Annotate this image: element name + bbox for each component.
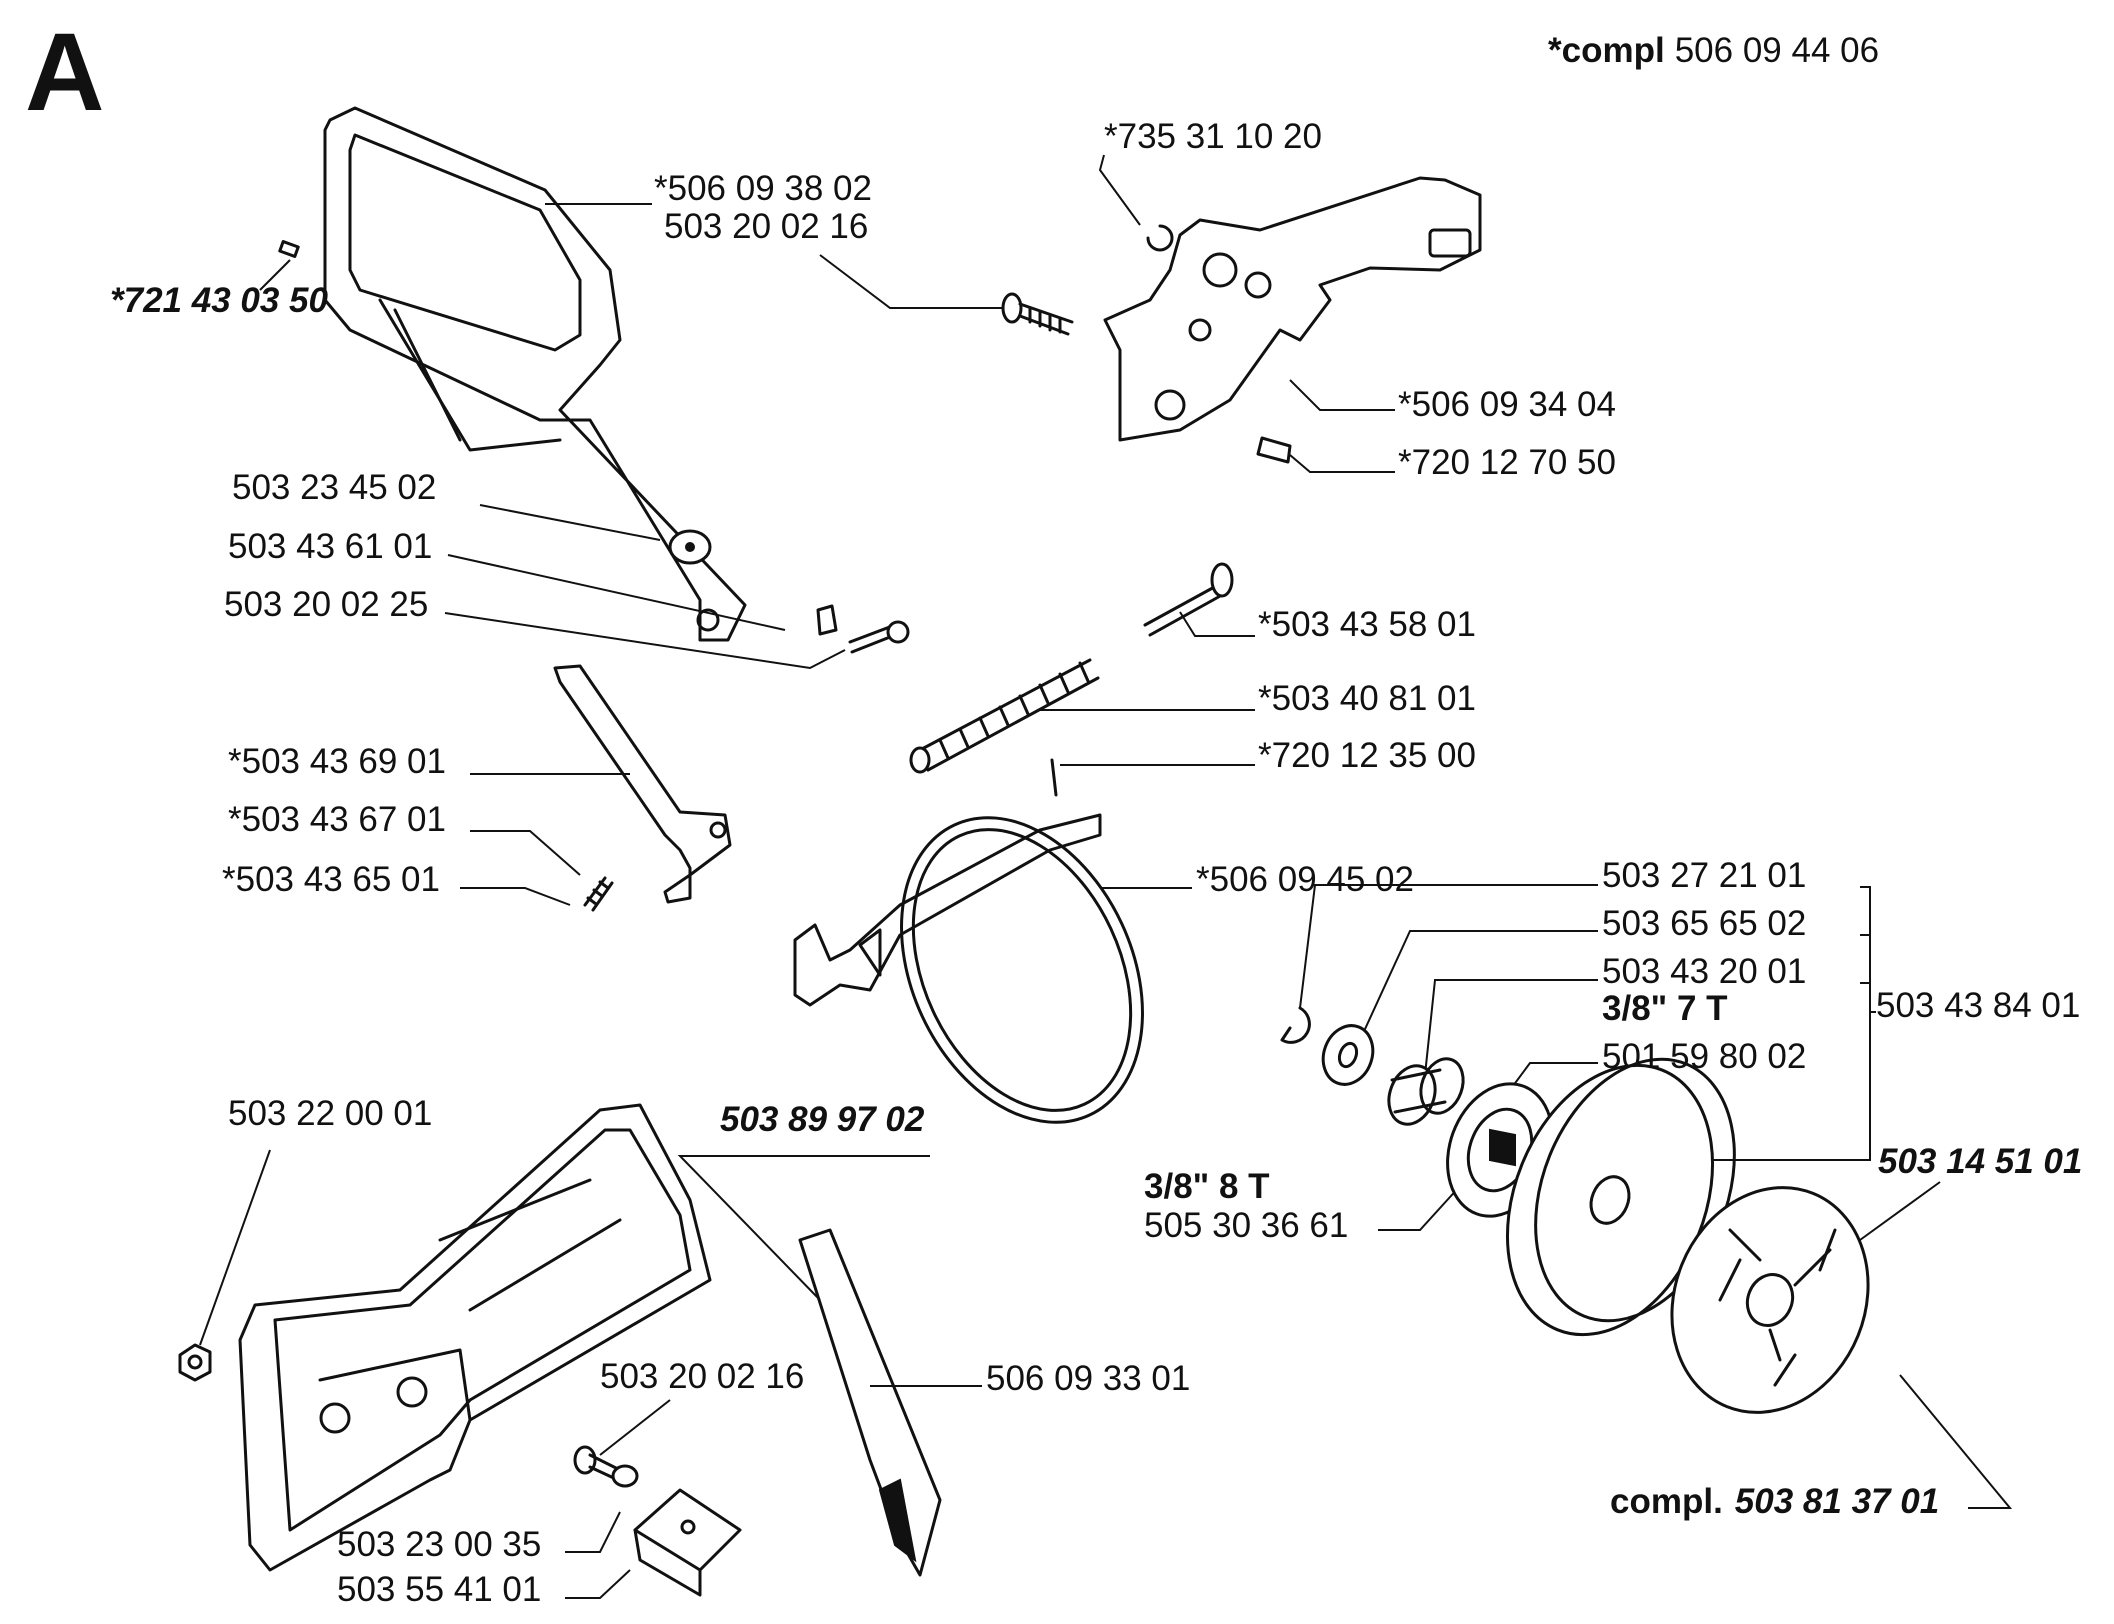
leader-503-43-84-01-bracket [1700,886,1871,1161]
leader-503-43-20-01 [1424,979,1598,1076]
leader-503-65-65-02 [1359,930,1598,1041]
label-503-23-00-35: 503 23 00 35 [337,1525,541,1564]
bushing-503-43-61-01 [816,604,838,636]
label-503-55-41-01: 503 55 41 01 [337,1570,541,1609]
label-compl-503-81-37-01: compl. 503 81 37 01 [1610,1482,1939,1521]
leader-503-27-21-01 [1299,884,1598,1009]
label-506-09-45-02: *506 09 45 02 [1196,860,1414,899]
label-503-20-02-16-bottom: 503 20 02 16 [600,1357,804,1396]
leader-503-20-02-25 [444,612,846,670]
brake-band-506-09-45-02 [793,813,1144,1124]
nut-503-22-00-01 [178,1343,212,1382]
leader-720-12-70-50 [1289,454,1395,473]
compl-header: *compl 506 09 44 06 [1548,31,1879,70]
label-505-30-36-61: 505 30 36 61 [1144,1206,1348,1245]
label-503-43-65-01: *503 43 65 01 [222,860,440,899]
label-503-20-02-25: 503 20 02 25 [224,585,428,624]
leader-compl-503-81-37-01 [1899,1374,2013,1509]
compl-header-prefix: *compl [1548,31,1665,70]
leader-503-43-84-01-tick [1860,934,1876,1013]
chain-guide-506-09-33-01 [798,1228,942,1577]
screw-503-20-02-16-top [1001,292,1074,336]
leader-503-43-67-01 [470,830,581,876]
label-506-09-33-01: 506 09 33 01 [986,1359,1190,1398]
leader-503-43-58-01 [1179,611,1255,637]
compl-header-number: 506 09 44 06 [1675,31,1879,70]
leader-721 [259,259,291,291]
label-503-43-69-01: *503 43 69 01 [228,742,446,781]
circlip-503-27-21-01 [1280,1006,1311,1044]
label-503-89-97-02: 503 89 97 02 [720,1100,925,1139]
lever-503-43-69-01 [553,664,732,904]
leader-503-23-00-35 [565,1511,621,1553]
bolt-503-23-00-35 [573,1445,639,1488]
compl-prefix: compl. [1610,1482,1723,1521]
clutch-cover-503-89-97-02 [238,1103,712,1572]
label-735-31-10-20: *735 31 10 20 [1104,117,1322,156]
bracket-503-55-41-01 [633,1488,742,1597]
label-506-09-38-02: *506 09 38 02 [654,169,872,208]
label-503-65-65-02: 503 65 65 02 [1602,904,1806,943]
label-721-43-03-50: *721 43 03 50 [110,281,329,320]
circlip-735-31-10-20 [1146,224,1174,252]
front-hand-guard [323,106,747,642]
spring-pin-503-43-67-01 [583,876,614,912]
label-503-23-45-02: 503 23 45 02 [232,468,436,507]
pin-720-12-70-50 [1256,436,1292,464]
label-503-40-81-01: *503 40 81 01 [1258,679,1476,718]
label-720-12-35-00: *720 12 35 00 [1258,736,1476,775]
spring-503-40-81-01 [909,658,1100,774]
label-506-09-34-04: *506 09 34 04 [1398,385,1616,424]
label-503-43-61-01: 503 43 61 01 [228,527,432,566]
leader-503-55-41-01 [565,1569,631,1599]
label-503-14-51-01: 503 14 51 01 [1878,1142,2082,1181]
leader-503-14-51-01 [1859,1181,1941,1241]
label-503-22-00-01: 503 22 00 01 [228,1094,432,1133]
compl-number: 503 81 37 01 [1735,1482,1939,1521]
washer-503-65-65-02 [1321,1024,1375,1086]
needle-bearing-503-43-20-01 [1387,1057,1465,1126]
leader-735 [1098,154,1141,226]
label-503-43-58-01: *503 43 58 01 [1258,605,1476,644]
label-3-8-8t: 3/8" 8 T [1144,1167,1270,1206]
pin-721-43-03-50 [278,240,300,258]
washer-503-23-45-02 [668,529,712,565]
label-720-12-70-50: *720 12 70 50 [1398,443,1616,482]
leader-503-43-65-01 [460,887,571,906]
leader-lines [199,154,2013,1599]
label-503-43-20-01: 503 43 20 01 [1602,952,1806,991]
leader-503-89-97-02 [677,1155,930,1301]
label-503-43-84-01: 503 43 84 01 [1876,986,2080,1025]
leader-503-20-02-16-bottom [599,1399,671,1456]
leader-503-43-61-01 [447,554,786,631]
brake-housing-506-09-34-04 [1103,176,1482,442]
leader-506-09-34-04 [1289,379,1395,411]
label-503-20-02-16-top: 503 20 02 16 [664,207,868,246]
leader-503-23-45-02 [479,504,661,541]
clutch-503-14-51-01 [1670,1186,1870,1414]
leader-503-22-00-01 [199,1149,271,1346]
pin-503-43-58-01 [1143,562,1234,637]
label-503-27-21-01: 503 27 21 01 [1602,856,1806,895]
label-503-43-67-01: *503 43 67 01 [228,800,446,839]
screw-503-20-02-25 [848,620,910,654]
pin-720-12-35-00 [1050,758,1058,797]
section-letter: A [25,11,104,134]
leader-501-59-80-02 [1509,1062,1598,1091]
leader-503-20-02-16-top [819,254,1005,309]
label-3-8-7t: 3/8" 7 T [1602,989,1728,1028]
